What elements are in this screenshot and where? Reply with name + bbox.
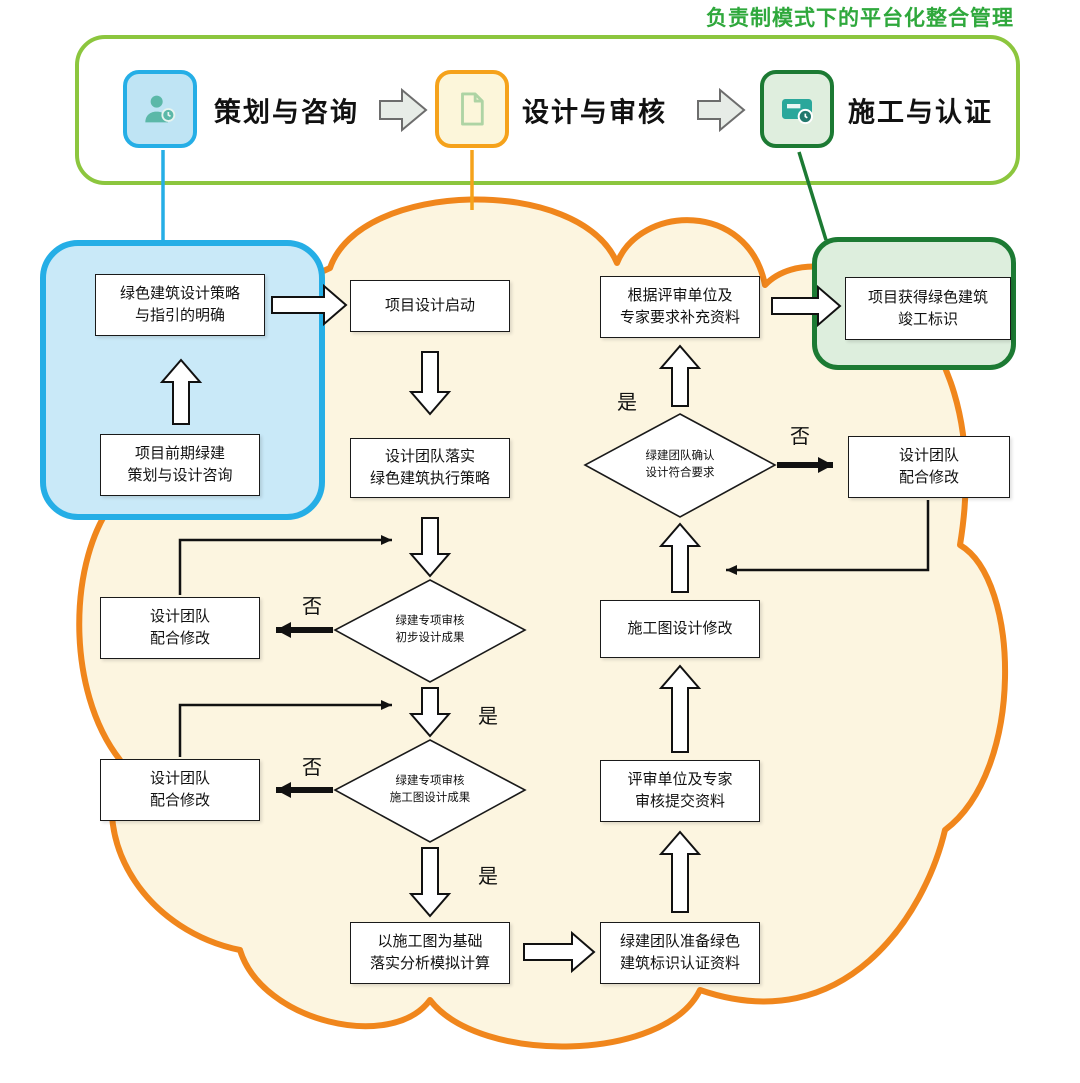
phase-label-construction: 施工与认证 xyxy=(848,97,993,128)
design-icon-box xyxy=(435,70,509,148)
node-design-start: 项目设计启动 xyxy=(350,280,510,332)
branch-yes-3: 是 xyxy=(617,392,637,414)
construction-icon-box xyxy=(760,70,834,148)
branch-yes-1: 是 xyxy=(478,706,498,728)
decision-construction-drawing-review-label: 绿建专项审核 施工图设计成果 xyxy=(389,775,471,805)
construction-card-icon xyxy=(782,99,813,125)
node-modify-right: 设计团队 配合修改 xyxy=(848,436,1010,498)
arrow-simulation-to-prepare xyxy=(523,930,596,974)
node-drawing-modify: 施工图设计修改 xyxy=(600,600,760,658)
loop-modify-right xyxy=(726,500,930,575)
node-pre-consult: 项目前期绿建 策划与设计咨询 xyxy=(100,434,260,496)
feedback-loops xyxy=(178,500,930,757)
page-title: 负责制模式下的平台化整合管理 xyxy=(706,7,1014,30)
arrow-review-to-modify xyxy=(658,664,702,753)
arrow-prelim-to-drawing xyxy=(408,687,452,738)
arrow-implement-to-prelim xyxy=(408,517,452,578)
node-prepare-materials: 绿建团队准备绿色 建筑标识认证资料 xyxy=(600,922,760,984)
planning-icon-box xyxy=(123,70,197,148)
arrow-confirm-to-supplement xyxy=(658,344,702,407)
person-icon xyxy=(145,95,176,123)
branch-no-1: 否 xyxy=(302,596,322,618)
node-expert-review: 评审单位及专家 审核提交资料 xyxy=(600,760,760,822)
arrow-drawing-to-simulation xyxy=(408,847,452,918)
node-supplement: 根据评审单位及 专家要求补充资料 xyxy=(600,276,760,338)
node-final-certification: 项目获得绿色建筑 竣工标识 xyxy=(845,277,1011,340)
node-modify-left-1: 设计团队 配合修改 xyxy=(100,597,260,659)
arrow-prepare-to-review xyxy=(658,830,702,913)
arrow-start-to-implement xyxy=(408,351,452,416)
phase-bar xyxy=(75,35,1020,185)
branch-no-3: 否 xyxy=(790,426,810,448)
node-simulation: 以施工图为基础 落实分析模拟计算 xyxy=(350,922,510,984)
loop-modify-left-1 xyxy=(178,535,392,595)
decision-team-confirm-label: 绿建团队确认 设计符合要求 xyxy=(645,450,715,480)
loop-modify-left-2 xyxy=(178,700,392,757)
node-modify-left-2: 设计团队 配合修改 xyxy=(100,759,260,821)
branch-no-2: 否 xyxy=(302,757,322,779)
phase-label-design: 设计与审核 xyxy=(522,97,667,128)
phase-label-planning: 策划与咨询 xyxy=(214,97,359,128)
node-team-implement: 设计团队落实 绿色建筑执行策略 xyxy=(350,438,510,498)
node-strategy: 绿色建筑设计策略 与指引的明确 xyxy=(95,274,265,336)
branch-yes-2: 是 xyxy=(478,866,498,888)
arrow-modify-to-confirm xyxy=(658,522,702,593)
decision-prelim-review-label: 绿建专项审核 初步设计成果 xyxy=(395,615,465,645)
document-icon xyxy=(461,92,484,126)
